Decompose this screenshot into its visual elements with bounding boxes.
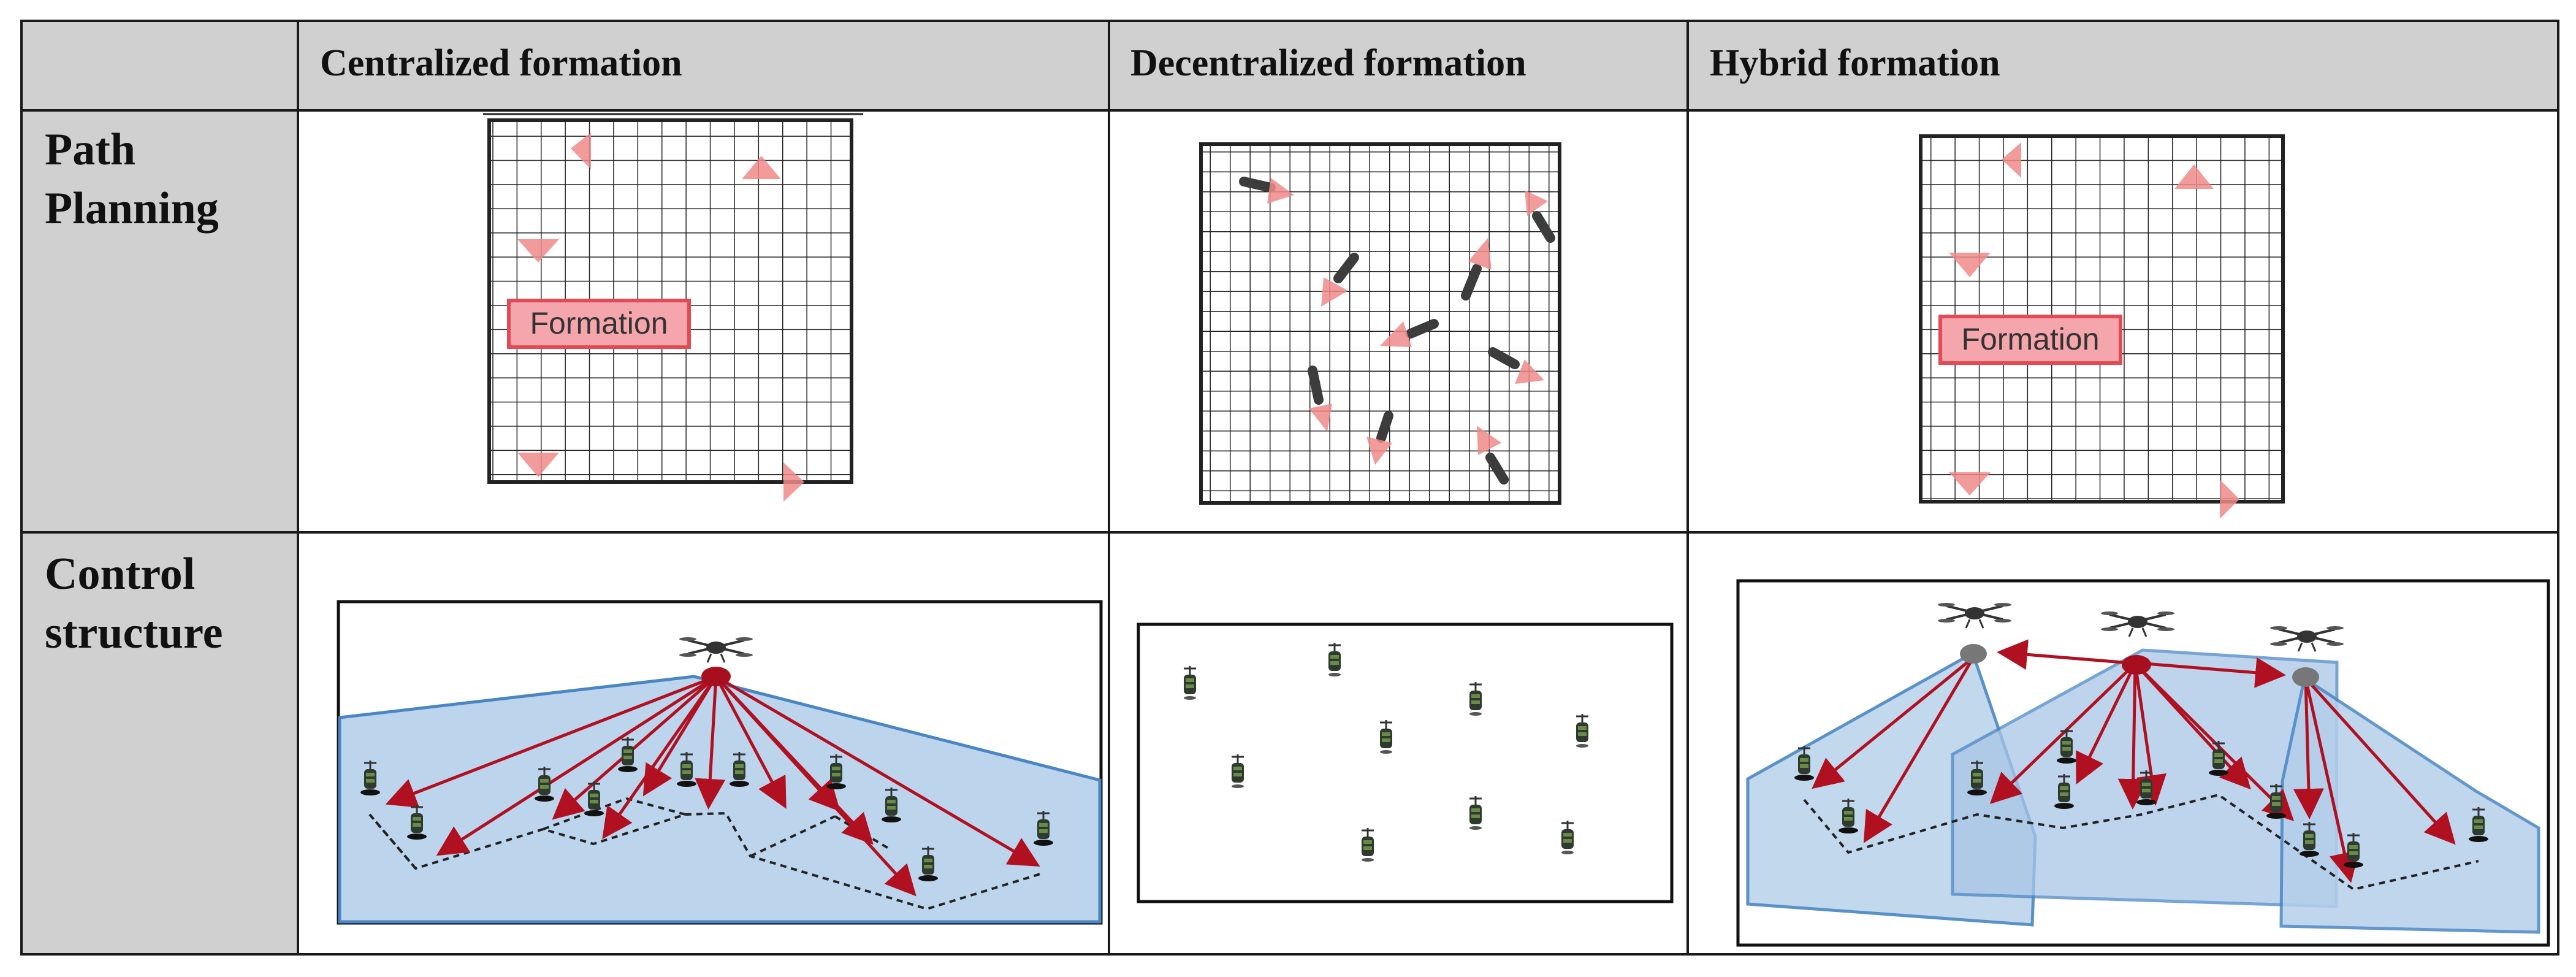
- hybrid-grid-diagram: Formation: [1919, 134, 2285, 519]
- header-row-background: [23, 22, 2557, 110]
- leader-node: [701, 667, 731, 686]
- row-divider: [23, 531, 2557, 534]
- heading-arrow-icon: [1366, 437, 1392, 465]
- row-header-line: Control: [45, 549, 196, 599]
- decentralized-control-panel: [1110, 534, 1686, 956]
- formation-box: [507, 299, 691, 349]
- heading-arrow-icon: [1949, 253, 1991, 277]
- centralized-control-diagram: [337, 600, 1103, 925]
- leader-link: [2144, 657, 2286, 688]
- formation-box-label: Formation: [1961, 322, 2099, 356]
- formation-box: [1938, 315, 2122, 365]
- heading-arrow-icon: [1515, 359, 1544, 384]
- heading-arrow-icon: [517, 239, 559, 262]
- column-divider-3: [1686, 22, 1689, 953]
- hybrid-control-diagram: [1736, 579, 2550, 947]
- heading-arrow-icon: [1267, 178, 1294, 204]
- row-header-line: Path: [45, 125, 135, 175]
- diagram-frame: [1137, 623, 1674, 903]
- decentralized-path-planning-panel: [1110, 112, 1686, 531]
- agent-group: [1239, 177, 1555, 485]
- leader-node: [2122, 655, 2151, 675]
- heading-arrow-icon: [2220, 480, 2239, 519]
- row-header-line: Planning: [45, 183, 219, 234]
- heading-arrow-icon: [571, 132, 591, 169]
- heading-arrow-icon: [1468, 238, 1492, 270]
- leader-link: [1997, 639, 2124, 670]
- decentralized-control-diagram: [1137, 623, 1674, 903]
- column-header-centralized: Centralized formation: [320, 42, 682, 84]
- heading-arrow-icon: [1949, 472, 1991, 496]
- row-header-path-planning: Path Planning: [45, 120, 219, 238]
- row-header-column-background: [23, 22, 297, 953]
- formation-box-label: Formation: [530, 306, 668, 340]
- centralized-path-planning-panel: Formation: [299, 112, 1108, 531]
- heading-arrow-icon: [2002, 142, 2021, 178]
- column-header-decentralized: Decentralized formation: [1130, 42, 1526, 84]
- column-header-hybrid: Hybrid formation: [1710, 42, 2000, 84]
- header-divider: [23, 109, 2557, 112]
- heading-arrow-icon: [783, 462, 804, 502]
- heading-arrow-icon: [1477, 426, 1501, 455]
- hybrid-path-planning-panel: Formation: [1689, 112, 2559, 531]
- sub-leader-node: [1960, 644, 1987, 664]
- centralized-grid-diagram: Formation: [483, 113, 863, 502]
- heading-arrow-icon: [1321, 277, 1348, 307]
- command-links: [1812, 656, 2456, 883]
- heading-arrow-icon: [1380, 321, 1412, 347]
- centralized-control-panel: [299, 534, 1108, 956]
- column-divider-2: [1108, 22, 1110, 953]
- decentralized-grid-diagram: [1199, 142, 1561, 505]
- sub-leader-node: [2292, 667, 2319, 687]
- column-divider-1: [297, 22, 299, 953]
- command-links: [385, 675, 1040, 897]
- heading-arrow-icon: [742, 156, 781, 179]
- formation-comparison-table: Centralized formation Decentralized form…: [20, 20, 2559, 956]
- heading-arrow-icon: [1309, 404, 1332, 432]
- heading-arrow-icon: [1525, 190, 1548, 216]
- hybrid-control-panel: [1689, 534, 2559, 956]
- row-header-control-structure: Control structure: [45, 545, 223, 662]
- heading-arrow-icon: [2174, 164, 2214, 189]
- heading-arrow-icon: [517, 453, 559, 477]
- row-header-line: structure: [45, 608, 223, 658]
